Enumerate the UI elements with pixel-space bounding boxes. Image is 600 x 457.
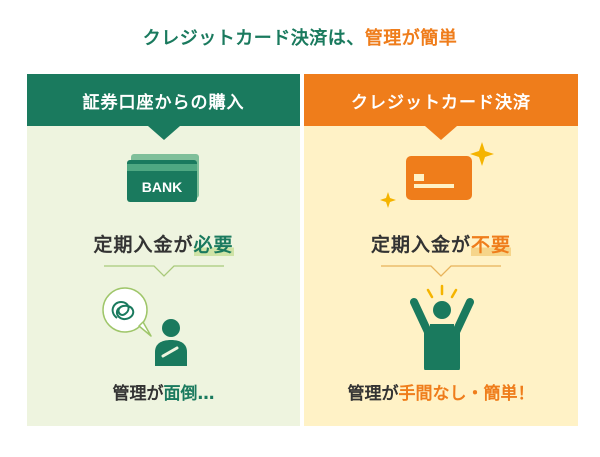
credit-card-icon [380,142,494,208]
deposit-unnecessary-highlight: 不要 [471,234,512,256]
deposit-unnecessary-prefix: 定期入金が [370,234,471,256]
management-easy-prefix: 管理が [347,384,399,404]
sparkle-icon [470,142,494,166]
bank-card-label: BANK [142,179,182,195]
management-easy-text: 管理が手間なし・簡単！ [304,379,578,404]
worried-person-icon [102,287,187,366]
credit-card-banner-label: クレジットカード決済 [351,92,531,113]
banner-pointer [147,126,180,140]
bank-account-banner-label: 証券口座からの購入 [82,92,245,113]
management-hassle-prefix: 管理が [112,384,164,404]
title-text: クレジットカード決済は、 [142,28,365,49]
divider-icon [103,265,224,277]
bank-account-banner: 証券口座からの購入 [27,74,300,126]
divider-icon [381,265,501,277]
management-hassle-text: 管理が面倒… [27,379,300,404]
title-accent: 管理が簡単 [364,28,458,49]
deposit-required-text: 定期入金が必要 [27,230,300,257]
deposit-required-highlight: 必要 [193,234,234,256]
page-title: クレジットカード決済は、管理が簡単 [0,24,600,50]
management-hassle-highlight: 面倒… [163,384,215,404]
bank-card-icon: BANK [127,154,199,202]
speech-bubble-icon [102,287,152,337]
deposit-unnecessary-text: 定期入金が不要 [304,230,578,257]
happy-person-icon [410,284,474,370]
credit-card-banner: クレジットカード決済 [304,74,578,126]
sparkle-icon [380,192,396,208]
bank-account-panel: 証券口座からの購入 BANK 定期入金が必要 管理が面倒… [27,74,300,426]
banner-pointer [425,126,457,140]
deposit-required-prefix: 定期入金が [93,234,194,256]
credit-card-panel: クレジットカード決済 定期入金が不要 管理が手間なし・簡単！ [304,74,578,426]
management-easy-highlight: 手間なし・簡単！ [398,384,535,404]
